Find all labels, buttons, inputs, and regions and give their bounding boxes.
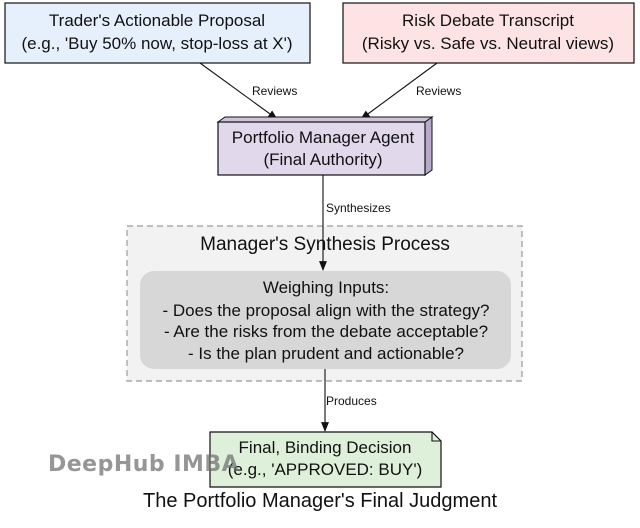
edge-label-debate-reviews: Reviews <box>416 84 461 98</box>
edge-trader-to-manager <box>199 62 278 120</box>
final-decision-box <box>209 431 442 488</box>
risk-debate-node: Risk Debate Transcript (Risky vs. Safe v… <box>342 2 635 64</box>
portfolio-manager-box-top <box>216 116 434 123</box>
final-decision-node: Final, Binding Decision (e.g., 'APPROVED… <box>209 431 442 488</box>
portfolio-manager-box-side <box>424 116 433 176</box>
final-decision-fold <box>431 432 441 442</box>
risk-debate-box <box>342 2 635 64</box>
weighing-inputs-title: Weighing Inputs: <box>263 278 389 297</box>
watermark-logo: DeepHub IMBA <box>48 452 240 477</box>
weighing-inputs-box <box>140 271 511 369</box>
edge-label-trader-reviews: Reviews <box>252 84 297 98</box>
trader-proposal-example: (e.g., 'Buy 50% now, stop-loss at X') <box>21 34 292 53</box>
portfolio-manager-role: (Final Authority) <box>263 150 382 169</box>
edge-debate-to-manager <box>360 62 438 120</box>
risk-debate-views: (Risky vs. Safe vs. Neutral views) <box>362 34 614 53</box>
edge-label-synthesizes: Synthesizes <box>326 201 391 215</box>
edge-label-produces: Produces <box>326 394 377 408</box>
synthesis-process-title: Manager's Synthesis Process <box>200 234 450 255</box>
trader-proposal-node: Trader's Actionable Proposal (e.g., 'Buy… <box>4 2 311 64</box>
weighing-inputs-node: Weighing Inputs: - Does the proposal ali… <box>140 271 511 369</box>
trader-proposal-box <box>4 2 311 64</box>
weighing-question-prudence: - Is the plan prudent and actionable? <box>188 344 464 363</box>
final-decision-example: (e.g., 'APPROVED: BUY') <box>228 460 423 479</box>
portfolio-manager-node: Portfolio Manager Agent (Final Authority… <box>216 116 434 176</box>
weighing-question-risks: - Are the risks from the debate acceptab… <box>164 322 488 341</box>
trader-proposal-title: Trader's Actionable Proposal <box>49 11 265 30</box>
final-decision-title: Final, Binding Decision <box>239 438 412 457</box>
risk-debate-title: Risk Debate Transcript <box>402 11 574 30</box>
portfolio-manager-box <box>217 121 426 176</box>
weighing-question-strategy: - Does the proposal align with the strat… <box>163 301 490 320</box>
portfolio-manager-title: Portfolio Manager Agent <box>232 128 415 147</box>
diagram-caption: The Portfolio Manager's Final Judgment <box>143 490 497 512</box>
